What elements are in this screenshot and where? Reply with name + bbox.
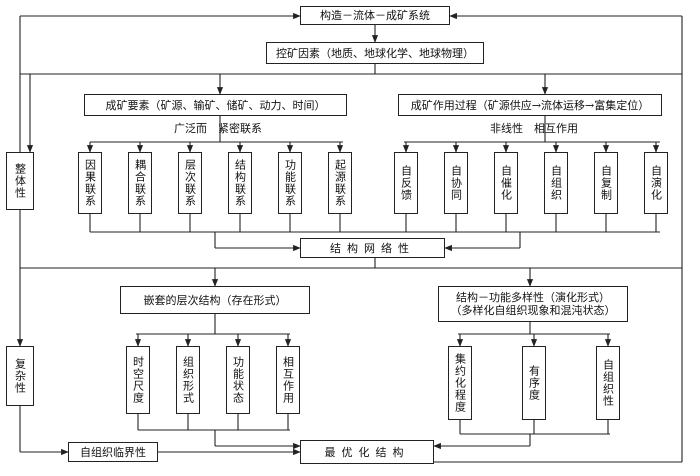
process-item-label: 自演化 (649, 165, 663, 201)
hierarchy-title: 嵌套的层次结构（存在形式） (143, 293, 287, 307)
element-item: 耦合联系 (128, 152, 152, 214)
hierarchy-item: 功能状态 (226, 346, 250, 414)
system-box: 构造－流体－成矿系统 (300, 6, 450, 25)
process-item-label: 自协同 (449, 165, 463, 201)
critical-label: 自组织临界性 (80, 445, 146, 459)
hierarchy-box: 嵌套的层次结构（存在形式） (120, 286, 310, 314)
elements-relation-label: 广泛而 紧密联系 (174, 122, 262, 135)
diversity-box: 结构－功能多样性（演化形式） （多样化自组织现象和混沌状态） (438, 286, 628, 322)
elements-box: 成矿要素（矿源、输矿、储矿、动力、时间） (84, 94, 347, 116)
element-item: 结构联系 (228, 152, 252, 214)
process-item-label: 自反馈 (399, 165, 413, 201)
element-item-label: 因果联系 (83, 159, 97, 207)
optimal-label: 最优化结构 (324, 445, 410, 459)
hierarchy-item: 时空尺度 (126, 346, 150, 414)
process-item-label: 自复制 (599, 165, 613, 201)
elements-title: 成矿要素（矿源、输矿、储矿、动力、时间） (105, 98, 326, 112)
process-item: 自演化 (644, 152, 668, 214)
diversity-item-label: 有序度 (527, 365, 541, 401)
controls-box: 控矿因素（地质、地球化学、地球物理） (266, 42, 484, 64)
process-relation-label: 非线性 相互作用 (490, 122, 578, 135)
element-item-label: 耦合联系 (133, 159, 147, 207)
element-item-label: 起源联系 (333, 159, 347, 207)
process-item: 自组织 (544, 152, 568, 214)
process-item: 自催化 (494, 152, 518, 214)
element-item-label: 结构联系 (233, 159, 247, 207)
optimal-box: 最优化结构 (300, 440, 434, 464)
element-item: 功能联系 (278, 152, 302, 214)
element-item: 起源联系 (328, 152, 352, 214)
controls-label: 控矿因素（地质、地球化学、地球物理） (276, 46, 474, 60)
complexity-box: 复杂性 (6, 346, 34, 406)
wholeness-label: 整体性 (13, 163, 27, 199)
hierarchy-item: 组织形式 (176, 346, 200, 414)
diversity-item: 集约化程度 (448, 346, 472, 420)
wholeness-box: 整体性 (6, 152, 34, 210)
hierarchy-item: 相互作用 (276, 346, 300, 414)
element-item-label: 功能联系 (283, 159, 297, 207)
element-item-label: 层次联系 (183, 159, 197, 207)
process-item-label: 自组织 (549, 165, 563, 201)
diversity-title-line1: 结构－功能多样性（演化形式） (456, 291, 610, 304)
network-box: 结构网络性 (300, 238, 445, 258)
diversity-item: 自组织性 (596, 346, 620, 420)
hierarchy-item-label: 时空尺度 (131, 356, 145, 404)
process-item: 自协同 (444, 152, 468, 214)
diversity-item: 有序度 (522, 346, 546, 420)
diversity-item-label: 自组织性 (601, 359, 615, 407)
element-item: 层次联系 (178, 152, 202, 214)
element-item: 因果联系 (78, 152, 102, 214)
process-title: 成矿作用过程（矿源供应→流体运移→富集定位） (410, 98, 650, 112)
hierarchy-item-label: 功能状态 (231, 356, 245, 404)
process-item: 自复制 (594, 152, 618, 214)
process-item-label: 自催化 (499, 165, 513, 201)
network-label: 结构网络性 (330, 241, 415, 255)
diversity-title-line2: （多样化自组织现象和混沌状态） (450, 304, 616, 317)
critical-box: 自组织临界性 (68, 442, 158, 462)
hierarchy-item-label: 相互作用 (281, 356, 295, 404)
complexity-label: 复杂性 (13, 358, 27, 394)
diversity-item-label: 集约化程度 (453, 353, 467, 413)
process-item: 自反馈 (394, 152, 418, 214)
hierarchy-item-label: 组织形式 (181, 356, 195, 404)
system-label: 构造－流体－成矿系统 (320, 9, 430, 22)
process-box: 成矿作用过程（矿源供应→流体运移→富集定位） (398, 94, 662, 116)
